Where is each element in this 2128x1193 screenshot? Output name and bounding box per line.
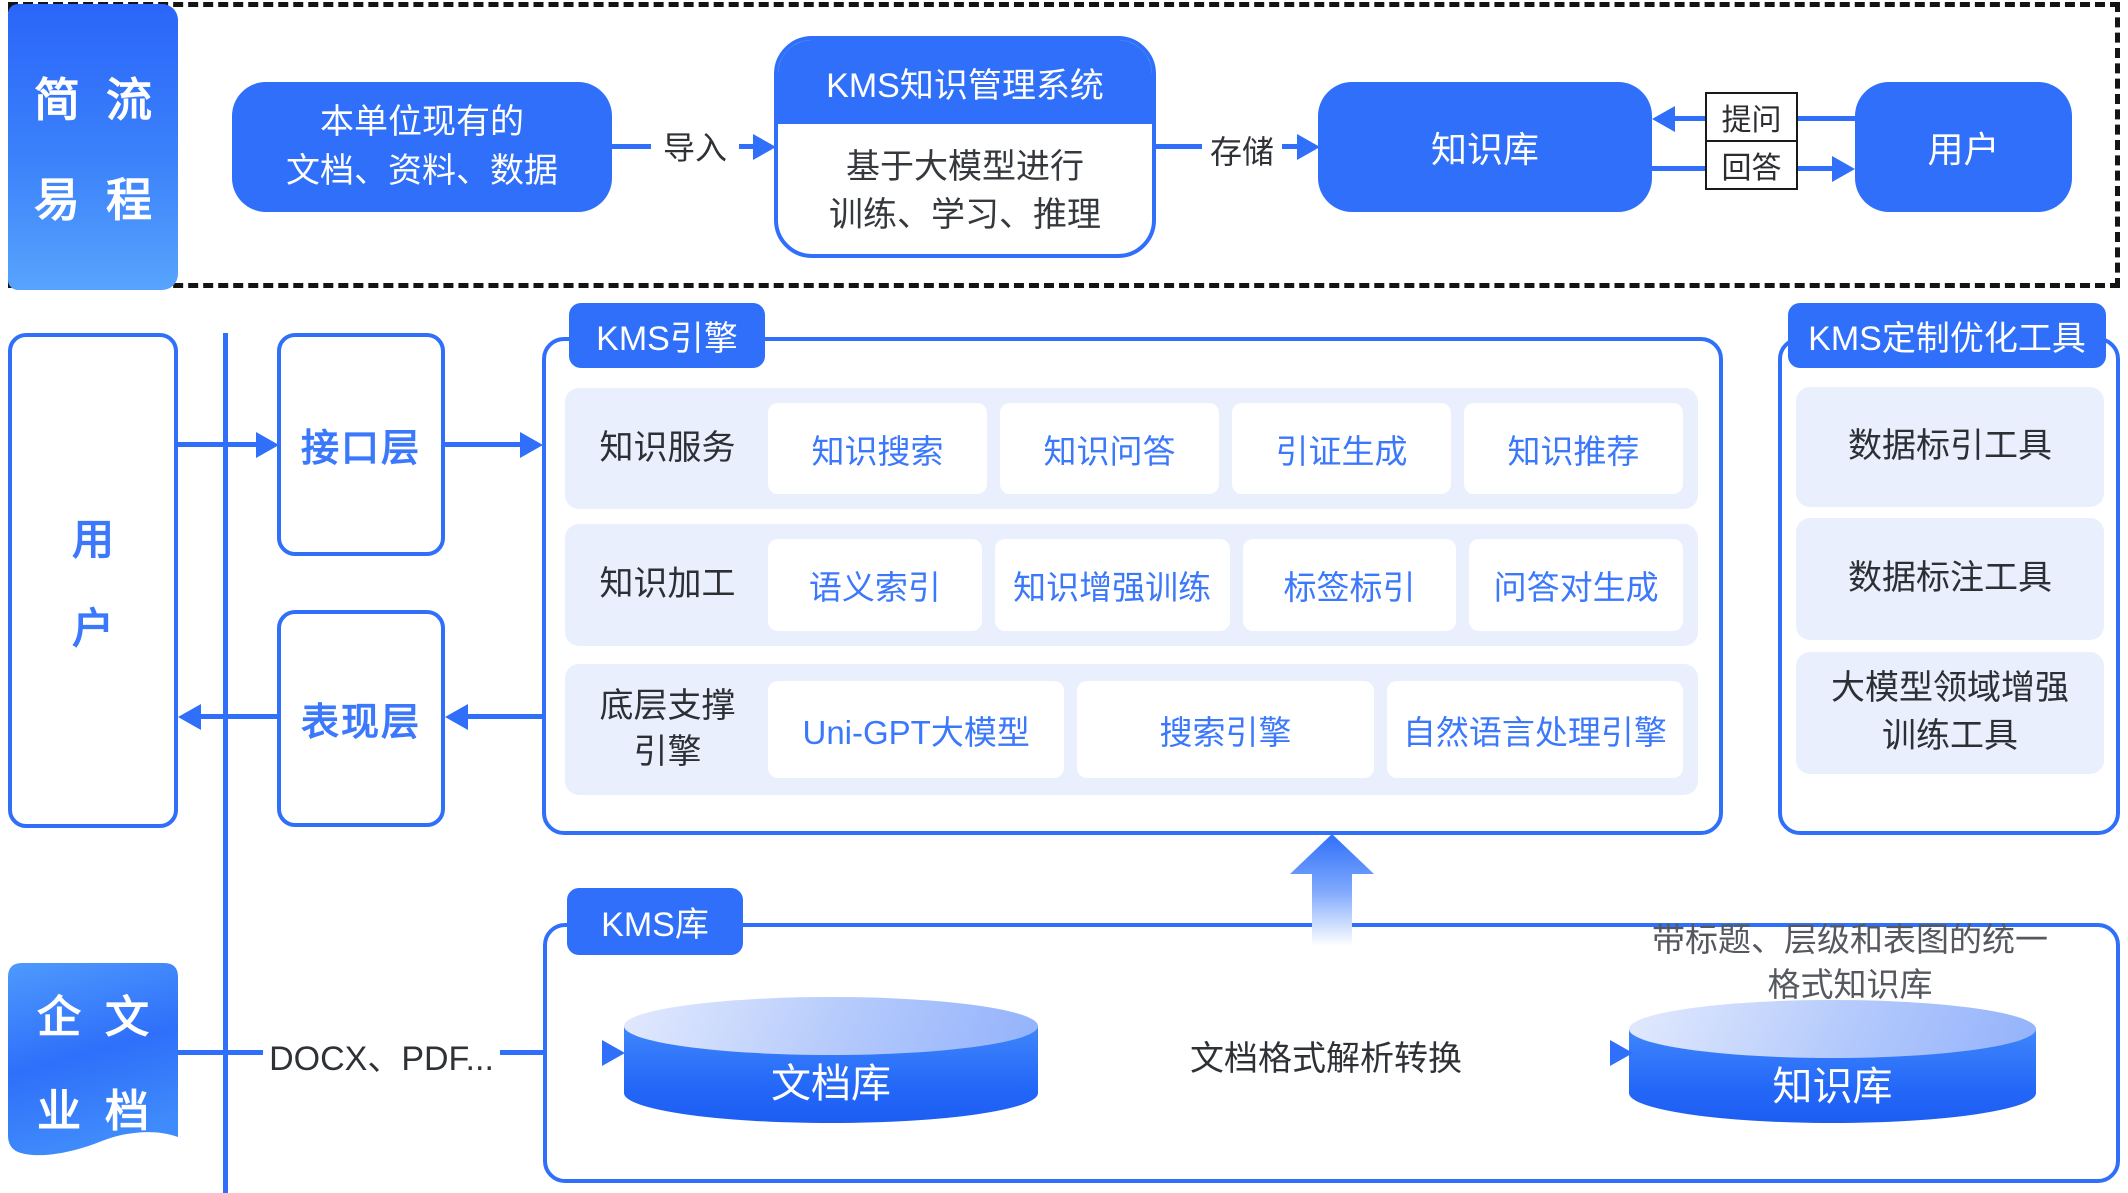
- answer-arrowhead-icon: [1832, 156, 1855, 182]
- presentation-to-user-connector: [200, 714, 277, 719]
- engine-item: 标签标引: [1242, 539, 1457, 631]
- main-vertical-connector: [223, 333, 228, 1193]
- caption-line1: 带标题、层级和表图的统一: [1652, 921, 2048, 958]
- kms-body-line1: 基于大模型进行: [846, 147, 1084, 186]
- document-database-label: 文档库: [771, 1062, 891, 1106]
- engine-item: 问答对生成: [1469, 539, 1683, 631]
- badge-char: 业: [37, 1087, 81, 1136]
- engine-item: 知识问答: [1000, 403, 1219, 494]
- source-line1: 本单位现有的: [320, 102, 524, 141]
- engine-item: 搜索引擎: [1077, 681, 1374, 778]
- badge-char: 文: [105, 993, 149, 1042]
- user-char: 用: [71, 515, 114, 563]
- tool-item-line2: 训练工具: [1882, 717, 2018, 755]
- kms-engine-tab: KMS引擎: [569, 303, 765, 368]
- document-database-cylinder: 文档库: [624, 997, 1038, 1123]
- row-label-line2: 引擎: [633, 732, 702, 771]
- engine-to-presentation-arrowhead-icon: [445, 704, 468, 730]
- caption-line2: 格式知识库: [1767, 965, 1933, 1003]
- file-formats-label: DOCX、PDF...: [263, 1026, 500, 1084]
- engine-to-presentation-connector: [467, 714, 542, 719]
- kms-system-description: 基于大模型进行 训练、学习、推理: [778, 124, 1152, 254]
- simple-process-badge-text: 简 易 流 程: [34, 64, 152, 230]
- ask-arrowhead-icon: [1652, 106, 1675, 132]
- badge-char: 易: [34, 174, 80, 226]
- user-node-top: 用户: [1855, 82, 2072, 212]
- kms-body-line2: 训练、学习、推理: [829, 196, 1101, 234]
- row-label: 知识服务: [599, 428, 736, 467]
- ask-label: 提问: [1705, 92, 1798, 142]
- tool-item: 大模型领域增强 训练工具: [1796, 652, 2104, 774]
- answer-label: 回答: [1705, 140, 1798, 190]
- convert-label: 文档格式解析转换: [1172, 1026, 1480, 1084]
- badge-char: 简: [34, 74, 80, 126]
- user-char: 户: [71, 604, 114, 652]
- tool-item: 数据标引工具: [1796, 387, 2104, 507]
- existing-documents-node: 本单位现有的 文档、资料、数据: [232, 82, 612, 212]
- engine-item: Uni-GPT大模型: [768, 681, 1065, 778]
- tool-item: 数据标注工具: [1796, 518, 2104, 640]
- interface-to-engine-connector: [445, 442, 522, 447]
- knowledge-service-row: 知识服务 知识搜索 知识问答 引证生成 知识推荐: [565, 388, 1698, 509]
- source-line2: 文档、资料、数据: [286, 152, 558, 190]
- badge-char: 程: [106, 174, 152, 226]
- kms-system-title: KMS知识管理系统: [778, 40, 1152, 124]
- engine-item: 知识推荐: [1464, 403, 1683, 494]
- presentation-to-user-arrowhead-icon: [178, 704, 201, 730]
- row-label-line1: 底层支撑: [599, 686, 736, 725]
- badge-char: 企: [37, 993, 81, 1042]
- engine-item: 语义索引: [768, 539, 982, 631]
- knowledge-database-label: 知识库: [1772, 1065, 1893, 1109]
- knowledge-processing-row: 知识加工 语义索引 知识增强训练 标签标引 问答对生成: [565, 524, 1698, 646]
- row-label: 底层支撑 引擎: [580, 684, 755, 776]
- user-to-interface-arrowhead-icon: [256, 432, 279, 458]
- interface-to-engine-arrowhead-icon: [520, 432, 543, 458]
- knowledge-db-caption: 带标题、层级和表图的统一 格式知识库: [1630, 918, 2070, 1007]
- kms-tools-tab: KMS定制优化工具: [1788, 303, 2106, 368]
- convert-arrowhead-icon: [1610, 1040, 1633, 1066]
- enterprise-document-text: 企 业 文 档: [8, 981, 178, 1139]
- library-to-engine-arrow-icon: [1290, 834, 1374, 951]
- kms-library-tab: KMS库: [567, 888, 743, 955]
- kms-system-node: KMS知识管理系统 基于大模型进行 训练、学习、推理: [774, 36, 1156, 258]
- knowledge-base-node: 知识库: [1318, 82, 1652, 212]
- kms-tools-panel: 数据标引工具 数据标注工具 大模型领域增强 训练工具: [1778, 337, 2120, 835]
- knowledge-database-cylinder: 知识库: [1629, 1000, 2036, 1123]
- engine-item: 引证生成: [1232, 403, 1451, 494]
- user-to-interface-connector: [178, 442, 258, 447]
- enterprise-document-badge: 企 业 文 档: [8, 963, 178, 1163]
- badge-char: 档: [105, 1087, 149, 1136]
- import-arrowhead-icon: [753, 134, 776, 160]
- cylinder-top: [1629, 1000, 2036, 1058]
- badge-char: 流: [106, 74, 152, 126]
- presentation-layer-node: 表现层: [277, 610, 445, 827]
- document-shape-icon: [8, 963, 178, 1156]
- store-label: 存储: [1202, 126, 1282, 174]
- store-arrowhead-icon: [1297, 134, 1320, 160]
- user-node-middle: 用 户: [8, 333, 178, 828]
- document-import-arrowhead-icon: [602, 1040, 625, 1066]
- tool-item-line1: 大模型领域增强: [1831, 669, 2069, 708]
- engine-item: 知识搜索: [768, 403, 987, 494]
- row-label: 知识加工: [599, 565, 736, 604]
- cylinder-top: [624, 997, 1038, 1055]
- interface-layer-node: 接口层: [277, 333, 445, 556]
- simple-process-badge: 简 易 流 程: [8, 4, 178, 290]
- engine-item: 知识增强训练: [994, 539, 1230, 631]
- engine-item: 自然语言处理引擎: [1386, 681, 1683, 778]
- underlying-engine-row: 底层支撑 引擎 Uni-GPT大模型 搜索引擎 自然语言处理引擎: [565, 664, 1698, 795]
- import-label: 导入: [651, 122, 739, 170]
